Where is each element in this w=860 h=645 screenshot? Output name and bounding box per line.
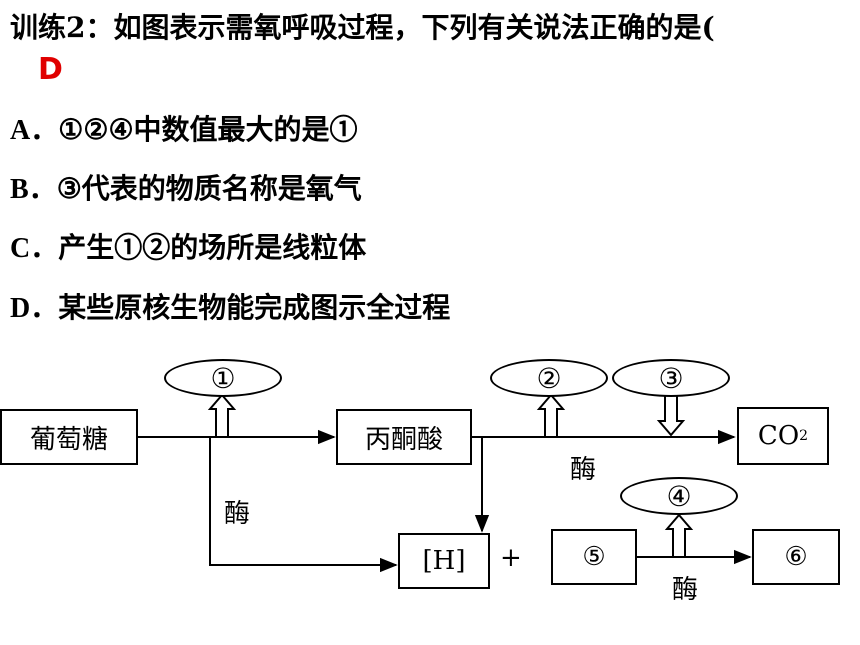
answer-mark: D — [38, 52, 63, 87]
arrow-glucose-h — [209, 437, 398, 573]
label-enzyme-left: 酶 — [224, 499, 251, 529]
box-h: [H] — [398, 533, 490, 589]
box-glucose: 葡萄糖 — [0, 409, 138, 465]
option-c-label: C． — [10, 233, 59, 264]
oval-one: ① — [164, 359, 282, 397]
box-five: ⑤ — [551, 529, 637, 585]
option-c[interactable]: C．产生①②的场所是线粒体 — [10, 226, 366, 266]
label-enzyme-bottom: 酶 — [672, 575, 699, 605]
option-d-text: 某些原核生物能完成图示全过程 — [58, 291, 451, 324]
option-b-label: B． — [10, 174, 57, 205]
box-six: ⑥ — [752, 529, 840, 585]
box-pyruvate: 丙酮酸 — [336, 409, 472, 465]
option-a-label: A． — [10, 115, 59, 146]
hollow-arrow-two — [536, 393, 566, 438]
hollow-arrow-four — [664, 513, 694, 558]
option-c-text: 产生①②的场所是线粒体 — [58, 231, 367, 264]
option-a[interactable]: A．①②④中数值最大的是① — [10, 108, 358, 148]
co2-subscript: 2 — [799, 428, 809, 444]
oval-two: ② — [490, 359, 608, 397]
option-d[interactable]: D．某些原核生物能完成图示全过程 — [10, 286, 450, 326]
co2-text: CO — [757, 421, 800, 451]
label-plus: + — [500, 543, 522, 573]
diagram-arrows — [138, 392, 752, 573]
oval-four: ④ — [620, 477, 738, 515]
question-title: 训练2：如图表示需氧呼吸过程，下列有关说法正确的是( — [10, 11, 715, 44]
option-b[interactable]: B．③代表的物质名称是氧气 — [10, 167, 362, 207]
label-enzyme-mid: 酶 — [570, 455, 597, 485]
oval-three: ③ — [612, 359, 730, 397]
option-d-label: D． — [10, 293, 59, 324]
option-a-text: ①②④中数值最大的是① — [58, 113, 358, 146]
hollow-arrow-one — [207, 393, 237, 438]
option-b-text: ③代表的物质名称是氧气 — [56, 172, 362, 205]
hollow-arrow-three — [656, 392, 686, 437]
